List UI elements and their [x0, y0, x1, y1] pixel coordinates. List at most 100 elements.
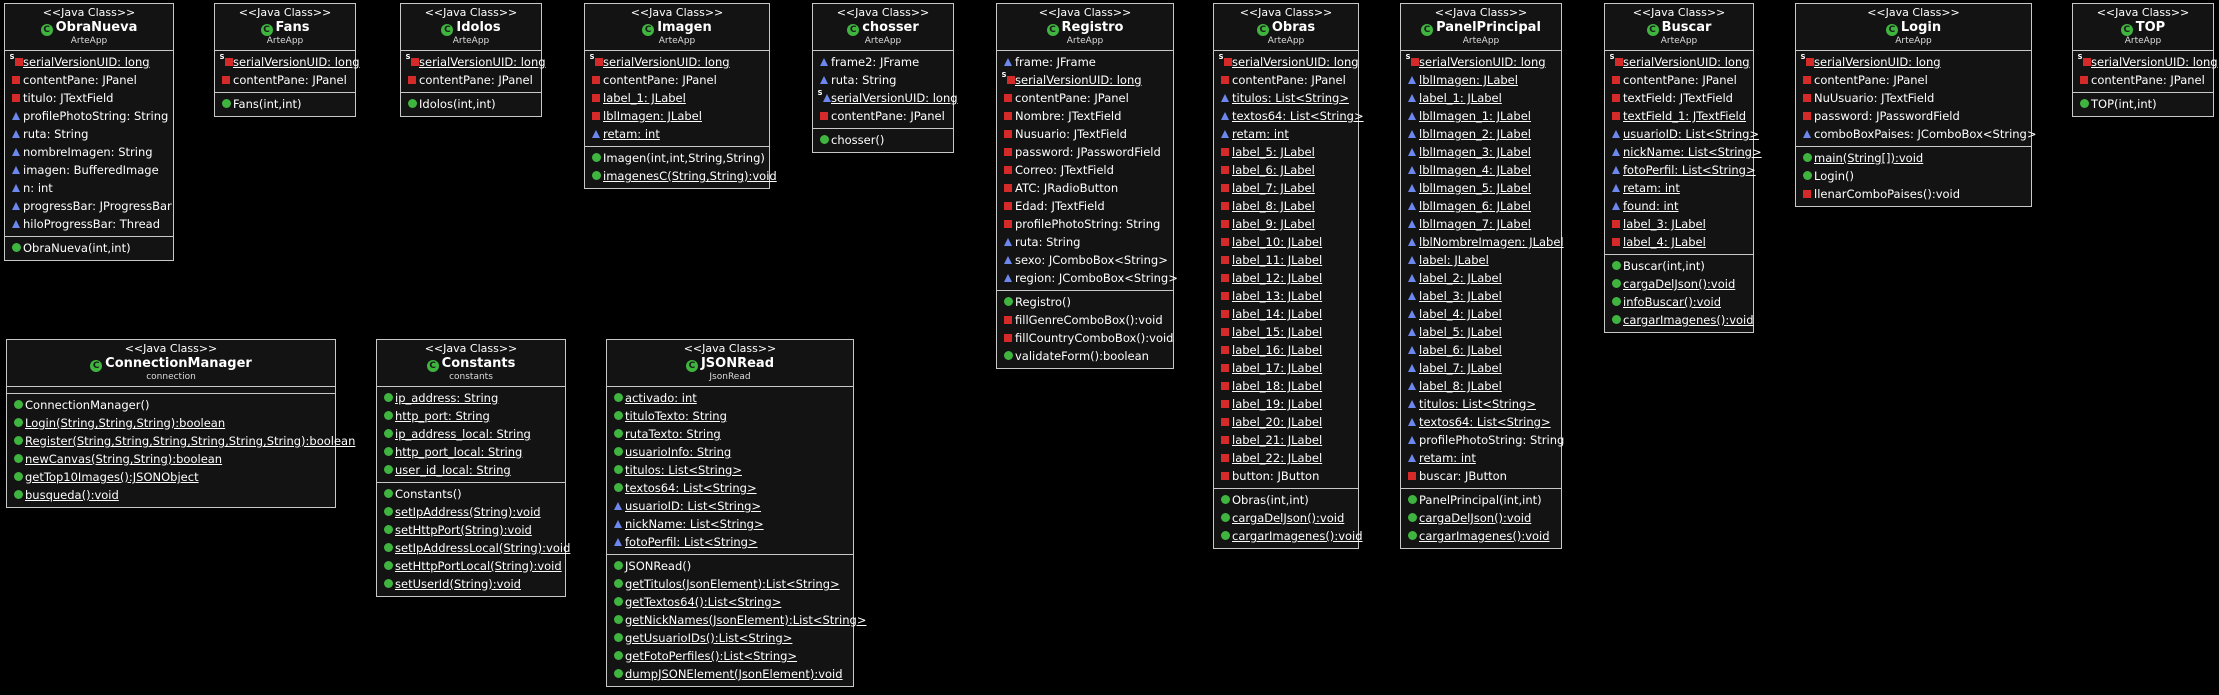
field-row[interactable]: retam: int — [1214, 125, 1358, 143]
method-row[interactable]: Imagen(int,int,String,String) — [585, 149, 769, 167]
field-row[interactable]: label_2: JLabel — [1401, 269, 1561, 287]
field-row[interactable]: hiloProgressBar: Thread — [5, 215, 173, 233]
field-row[interactable]: titulos: List<String> — [1214, 89, 1358, 107]
method-row[interactable]: Buscar(int,int) — [1605, 257, 1753, 275]
method-row[interactable]: validateForm():boolean — [997, 347, 1173, 365]
method-row[interactable]: Login(String,String,String):boolean — [7, 414, 335, 432]
field-row[interactable]: ip_address: String — [377, 389, 565, 407]
method-row[interactable]: getTitulos(JsonElement):List<String> — [607, 575, 853, 593]
field-row[interactable]: frame2: JFrame — [813, 53, 953, 71]
field-row[interactable]: label_7: JLabel — [1214, 179, 1358, 197]
method-row[interactable]: dumpJSONElement(JsonElement):void — [607, 665, 853, 683]
method-row[interactable]: cargarImagenes():void — [1401, 527, 1561, 545]
field-row[interactable]: contentPane: JPanel — [1796, 71, 2031, 89]
field-row[interactable]: label_16: JLabel — [1214, 341, 1358, 359]
field-row[interactable]: label_11: JLabel — [1214, 251, 1358, 269]
field-row[interactable]: password: JPasswordField — [1796, 107, 2031, 125]
method-row[interactable]: setHttpPortLocal(String):void — [377, 557, 565, 575]
field-row[interactable]: nombreImagen: String — [5, 143, 173, 161]
field-row[interactable]: label_15: JLabel — [1214, 323, 1358, 341]
method-row[interactable]: infoBuscar():void — [1605, 293, 1753, 311]
field-row[interactable]: lblImagen_4: JLabel — [1401, 161, 1561, 179]
method-row[interactable]: JSONRead() — [607, 557, 853, 575]
method-row[interactable]: setUserId(String):void — [377, 575, 565, 593]
method-row[interactable]: getNickNames(JsonElement):List<String> — [607, 611, 866, 629]
field-row[interactable]: label_17: JLabel — [1214, 359, 1358, 377]
method-row[interactable]: cargaDelJson():void — [1214, 509, 1358, 527]
field-row[interactable]: label_1: JLabel — [1401, 89, 1561, 107]
method-row[interactable]: getTop10Images():JSONObject — [7, 468, 335, 486]
method-row[interactable]: getUsuarioIDs():List<String> — [607, 629, 853, 647]
field-row[interactable]: Correo: JTextField — [997, 161, 1173, 179]
field-row[interactable]: button: JButton — [1214, 467, 1358, 485]
method-row[interactable]: getTextos64():List<String> — [607, 593, 853, 611]
method-row[interactable]: Registro() — [997, 293, 1173, 311]
field-row[interactable]: activado: int — [607, 389, 853, 407]
field-row[interactable]: contentPane: JPanel — [1214, 71, 1358, 89]
field-row[interactable]: label_4: JLabel — [1401, 305, 1561, 323]
field-row[interactable]: titulo: JTextField — [5, 89, 173, 107]
method-row[interactable]: Obras(int,int) — [1214, 491, 1358, 509]
field-row[interactable]: password: JPasswordField — [997, 143, 1173, 161]
field-row[interactable]: label_9: JLabel — [1214, 215, 1358, 233]
field-row[interactable]: nickName: List<String> — [1605, 143, 1762, 161]
field-row[interactable]: n: int — [5, 179, 173, 197]
field-row[interactable]: usuarioID: List<String> — [1605, 125, 1759, 143]
field-row[interactable]: Nusuario: JTextField — [997, 125, 1173, 143]
field-row[interactable]: tituloTexto: String — [607, 407, 853, 425]
field-row[interactable]: label_6: JLabel — [1401, 341, 1561, 359]
method-row[interactable]: Register(String,String,String,String,Str… — [7, 432, 355, 450]
field-row[interactable]: retam: int — [585, 125, 769, 143]
field-row[interactable]: usuarioInfo: String — [607, 443, 853, 461]
field-row[interactable]: nickName: List<String> — [607, 515, 853, 533]
field-row[interactable]: fotoPerfil: List<String> — [607, 533, 853, 551]
field-row[interactable]: contentPane: JPanel — [585, 71, 769, 89]
method-row[interactable]: Fans(int,int) — [215, 95, 355, 113]
field-row[interactable]: profilePhotoString: String — [5, 107, 173, 125]
method-row[interactable]: getFotoPerfiles():List<String> — [607, 647, 853, 665]
field-row[interactable]: ruta: String — [813, 71, 953, 89]
method-row[interactable]: chosser() — [813, 131, 953, 149]
field-row[interactable]: retam: int — [1401, 449, 1561, 467]
field-row[interactable]: NuUsuario: JTextField — [1796, 89, 2031, 107]
field-row[interactable]: lblImagen: JLabel — [585, 107, 769, 125]
method-row[interactable]: cargaDelJson():void — [1401, 509, 1561, 527]
field-row[interactable]: fotoPerfil: List<String> — [1605, 161, 1756, 179]
field-row[interactable]: textos64: List<String> — [1401, 413, 1561, 431]
method-row[interactable]: setIpAddress(String):void — [377, 503, 565, 521]
field-row[interactable]: label_18: JLabel — [1214, 377, 1358, 395]
field-row[interactable]: label_10: JLabel — [1214, 233, 1358, 251]
field-row[interactable]: profilePhotoString: String — [1401, 431, 1564, 449]
field-row[interactable]: frame: JFrame — [997, 53, 1173, 71]
field-row[interactable]: textField_1: JTextField — [1605, 107, 1753, 125]
field-row[interactable]: contentPane: JPanel — [813, 107, 953, 125]
method-row[interactable]: imagenesC(String,String):void — [585, 167, 777, 185]
field-row[interactable]: region: JComboBox<String> — [997, 269, 1178, 287]
field-row[interactable]: textField: JTextField — [1605, 89, 1753, 107]
field-row[interactable]: label_1: JLabel — [585, 89, 769, 107]
field-row[interactable]: comboBoxPaises: JComboBox<String> — [1796, 125, 2037, 143]
field-row[interactable]: profilePhotoString: String — [997, 215, 1173, 233]
field-row[interactable]: titulos: List<String> — [607, 461, 853, 479]
field-row[interactable]: label_5: JLabel — [1214, 143, 1358, 161]
method-row[interactable]: ObraNueva(int,int) — [5, 239, 173, 257]
field-row[interactable]: imagen: BufferedImage — [5, 161, 173, 179]
field-row[interactable]: titulos: List<String> — [1401, 395, 1561, 413]
field-row[interactable]: lblImagen_7: JLabel — [1401, 215, 1561, 233]
field-row[interactable]: contentPane: JPanel — [5, 71, 173, 89]
